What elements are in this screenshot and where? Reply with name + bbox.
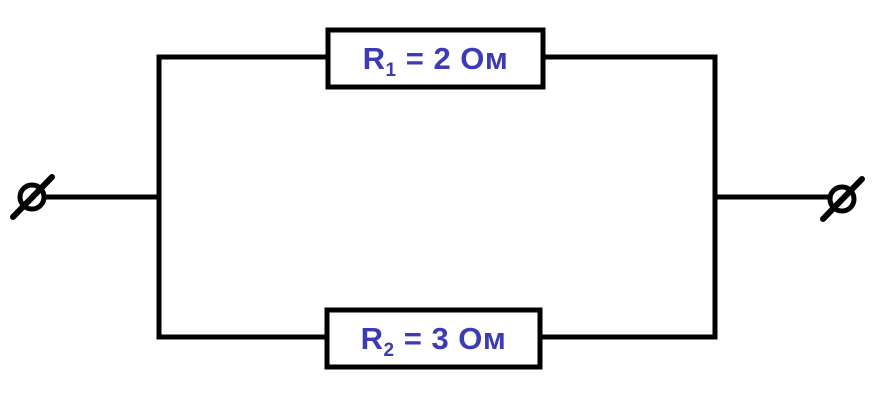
terminal-slash-right bbox=[820, 176, 865, 222]
wire-right-loop bbox=[535, 54, 718, 340]
resistor-r1-box bbox=[325, 27, 546, 90]
resistor-r1-value: = 2 Ом bbox=[396, 40, 509, 76]
resistor-r2-box bbox=[324, 307, 543, 370]
resistor-r2-symbol: R bbox=[360, 320, 384, 356]
resistor-r2-value: = 3 Ом bbox=[394, 320, 507, 356]
resistor-r1-subscript: 1 bbox=[385, 60, 397, 81]
wire-left-loop bbox=[156, 54, 333, 340]
resistor-r2-subscript: 2 bbox=[383, 340, 395, 361]
resistor-r1-symbol: R bbox=[362, 40, 386, 76]
terminal-slash-left bbox=[10, 174, 55, 220]
